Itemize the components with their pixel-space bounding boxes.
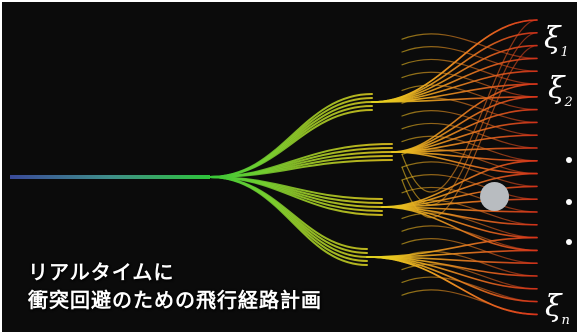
xi-1-label: ξ1: [544, 24, 569, 68]
trajectory-branch: [401, 199, 538, 226]
xi-2-label: ξ2: [548, 74, 573, 118]
trajectory-branch: [401, 97, 538, 123]
xi-2-subscript: 2: [564, 95, 573, 110]
trajectory-branch: [401, 276, 538, 303]
trunk-path: [10, 175, 210, 179]
trajectory-branch: [381, 206, 538, 252]
trajectory-branch: [209, 109, 373, 178]
trajectory-branch: [401, 71, 538, 98]
ellipsis-dot: [566, 199, 572, 205]
trajectory-branch: [401, 135, 538, 162]
trajectory-branch: [401, 225, 538, 251]
trajectory-branch: [371, 96, 538, 103]
caption-line-2: 衝突回避のための飛行経路計画: [28, 288, 322, 312]
trajectory-branch: [401, 148, 538, 175]
trajectory-branch: [401, 174, 538, 200]
trajectory-branch: [209, 176, 368, 266]
trajectory-branch: [401, 250, 538, 277]
xi-n-subscript: n: [561, 313, 570, 328]
caption: リアルタイムに 衝突回避のための飛行経路計画: [28, 258, 322, 314]
trajectory-branch: [401, 84, 538, 111]
trajectory-branch: [401, 110, 538, 136]
trajectory-branch: [381, 198, 538, 208]
trajectory-branch: [401, 19, 538, 193]
trajectory-branch: [401, 122, 538, 149]
trajectory-branch: [401, 33, 538, 59]
trajectory-branch: [209, 159, 393, 178]
xi-n-label: ξn: [545, 289, 570, 332]
trajectory-branch: [401, 263, 538, 290]
xi-1-symbol: ξ: [544, 21, 561, 56]
trajectory-branch: [401, 45, 538, 218]
xi-2-symbol: ξ: [548, 71, 565, 106]
xi-n-symbol: ξ: [545, 289, 562, 324]
trajectory-branch: [401, 46, 538, 72]
ellipsis-dot: [566, 157, 572, 163]
ellipsis-dot: [566, 239, 572, 245]
trajectory-branch: [401, 212, 538, 239]
trajectory-branch: [401, 58, 538, 85]
xi-1-subscript: 1: [560, 45, 569, 60]
branch-paths: [209, 19, 538, 316]
trajectory-branch: [401, 32, 538, 206]
trajectory-branch: [401, 289, 538, 315]
caption-line-1: リアルタイムに: [28, 260, 175, 284]
trajectory-branch: [391, 96, 538, 153]
trajectory-branch: [401, 186, 538, 213]
trajectory-branch: [401, 238, 538, 264]
trajectory-branch: [401, 161, 538, 187]
trajectory-branch: [209, 176, 383, 216]
obstacle-circle: [480, 182, 509, 211]
